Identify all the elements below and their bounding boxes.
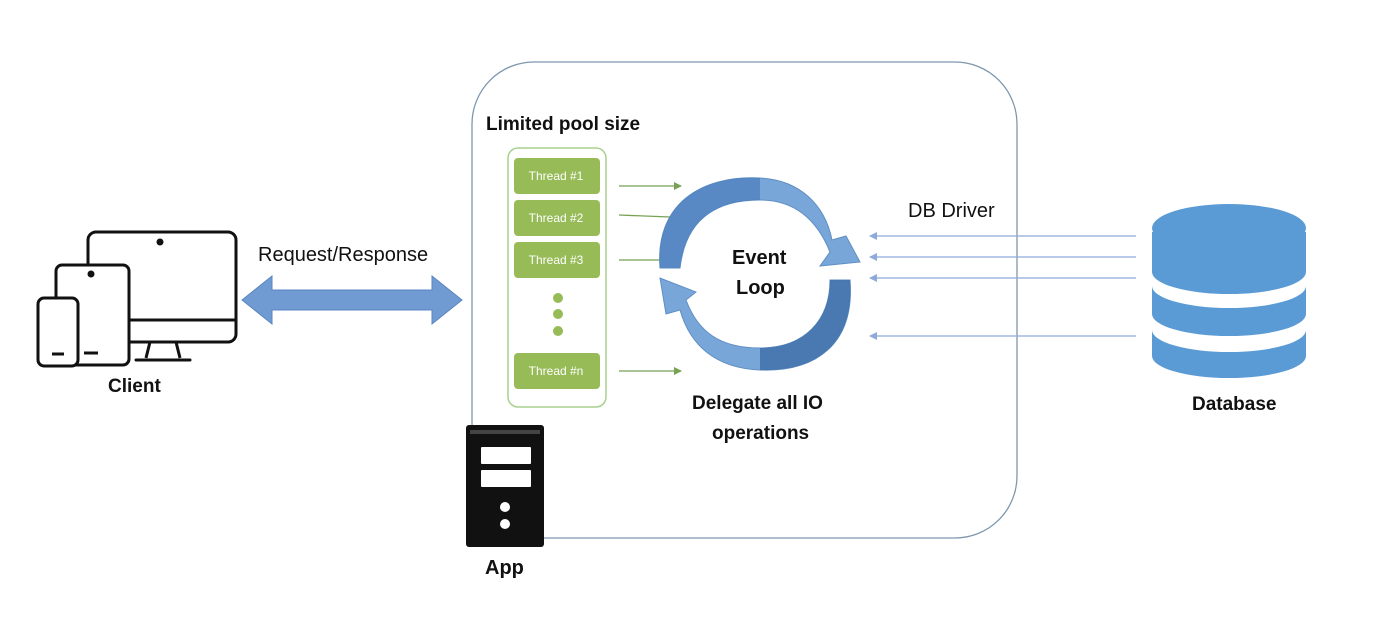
request-response-label: Request/Response bbox=[258, 244, 429, 266]
event-loop-label-line1: Event bbox=[732, 247, 787, 269]
double-arrow-icon bbox=[241, 274, 463, 326]
db-driver-label: DB Driver bbox=[908, 200, 995, 222]
thread-box bbox=[514, 353, 600, 389]
app-container bbox=[471, 61, 1018, 539]
ellipsis-dot bbox=[553, 309, 563, 319]
delegate-label-line1: Delegate all IO bbox=[692, 393, 823, 414]
thread-pool bbox=[507, 147, 607, 408]
event-loop-label-line2: Loop bbox=[736, 277, 785, 299]
ellipsis-dot bbox=[553, 326, 563, 336]
client-label: Client bbox=[108, 376, 161, 397]
app-label: App bbox=[485, 557, 524, 579]
server-tower-icon bbox=[466, 425, 544, 547]
devices-icon bbox=[36, 230, 238, 368]
pool-title: Limited pool size bbox=[486, 114, 641, 135]
delegate-label-line2: operations bbox=[712, 423, 810, 444]
database-icon bbox=[1152, 204, 1306, 378]
thread-box bbox=[514, 158, 600, 194]
database-label: Database bbox=[1192, 394, 1277, 415]
thread-label: Thread #n bbox=[528, 364, 584, 378]
thread-label: Thread #3 bbox=[528, 253, 584, 267]
thread-label: Thread #2 bbox=[528, 211, 584, 225]
thread-box bbox=[514, 242, 600, 278]
thread-label: Thread #1 bbox=[528, 169, 584, 183]
thread-box bbox=[514, 200, 600, 236]
ellipsis-dot bbox=[553, 293, 563, 303]
event-loop-cycle-icon bbox=[659, 177, 861, 371]
